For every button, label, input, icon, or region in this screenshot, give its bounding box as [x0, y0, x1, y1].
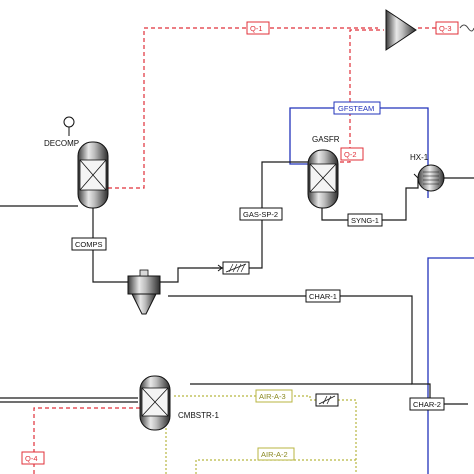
stream-tag-q3-text: Q-3 [439, 24, 452, 33]
stream-tag-gas-sp-2[interactable]: GAS-SP-2 [239, 207, 283, 221]
block-label-gasfr: GASFR [312, 135, 340, 144]
gasfr-reactor[interactable] [307, 149, 339, 209]
block-label-hx1: HX-1 [410, 153, 429, 162]
stream-tag-q2[interactable]: Q-2 [340, 147, 364, 161]
stream-tag-char-1-text: CHAR-1 [309, 292, 337, 301]
stream-tag-air-a-2[interactable]: AIR-A-2 [257, 447, 295, 461]
turbine-icon[interactable] [385, 9, 417, 51]
decomp-reactor[interactable] [77, 141, 109, 209]
hx1-heat-exchanger[interactable] [413, 164, 445, 192]
stream-tag-char-2-text: CHAR-2 [413, 400, 441, 409]
stream-tag-char-2[interactable]: CHAR-2 [409, 397, 445, 411]
stream-tag-syng-1[interactable]: SYNG-1 [347, 213, 383, 227]
cmbstr1-reactor[interactable] [139, 375, 171, 431]
stream-tag-air-a-3-text: AIR-A-3 [259, 392, 286, 401]
stream-tag-q1-text: Q-1 [250, 24, 263, 33]
stream-tag-gfsteam[interactable]: GFSTEAM [333, 101, 381, 115]
stream-tag-q1[interactable]: Q-1 [246, 21, 270, 35]
temperature-indicator-icon [63, 116, 75, 136]
stream-tag-char-1[interactable]: CHAR-1 [305, 289, 341, 303]
stream-tag-gas-sp-2-text: GAS-SP-2 [243, 210, 278, 219]
work-stream-icon [459, 24, 474, 32]
block-label-decomp: DECOMP [44, 139, 79, 148]
design-spec-icon[interactable] [212, 261, 250, 275]
stream-tag-air-a-2-text: AIR-A-2 [261, 450, 288, 459]
block-label-cmbstr1: CMBSTR-1 [178, 411, 219, 420]
cyclone-separator[interactable] [127, 269, 161, 315]
stream-tag-q4[interactable]: Q-4 [21, 451, 45, 465]
stream-line-q1[interactable] [108, 27, 378, 189]
stream-lines-material[interactable] [0, 161, 474, 405]
stream-tag-q4-text: Q-4 [25, 454, 38, 463]
stream-line-q2[interactable] [340, 29, 384, 163]
stream-tag-q2-text: Q-2 [344, 150, 357, 159]
stream-line-q4[interactable] [33, 407, 140, 474]
stream-tag-syng-1-text: SYNG-1 [351, 216, 379, 225]
stream-tag-gfsteam-text: GFSTEAM [338, 104, 374, 113]
stream-tag-air-a-3[interactable]: AIR-A-3 [255, 389, 293, 403]
stream-lines-air[interactable] [165, 395, 357, 474]
stream-tag-comps-text: COMPS [75, 240, 103, 249]
air-design-spec-icon[interactable] [315, 393, 339, 407]
stream-tag-comps[interactable]: COMPS [71, 237, 107, 251]
stream-tag-q3[interactable]: Q-3 [435, 21, 459, 35]
